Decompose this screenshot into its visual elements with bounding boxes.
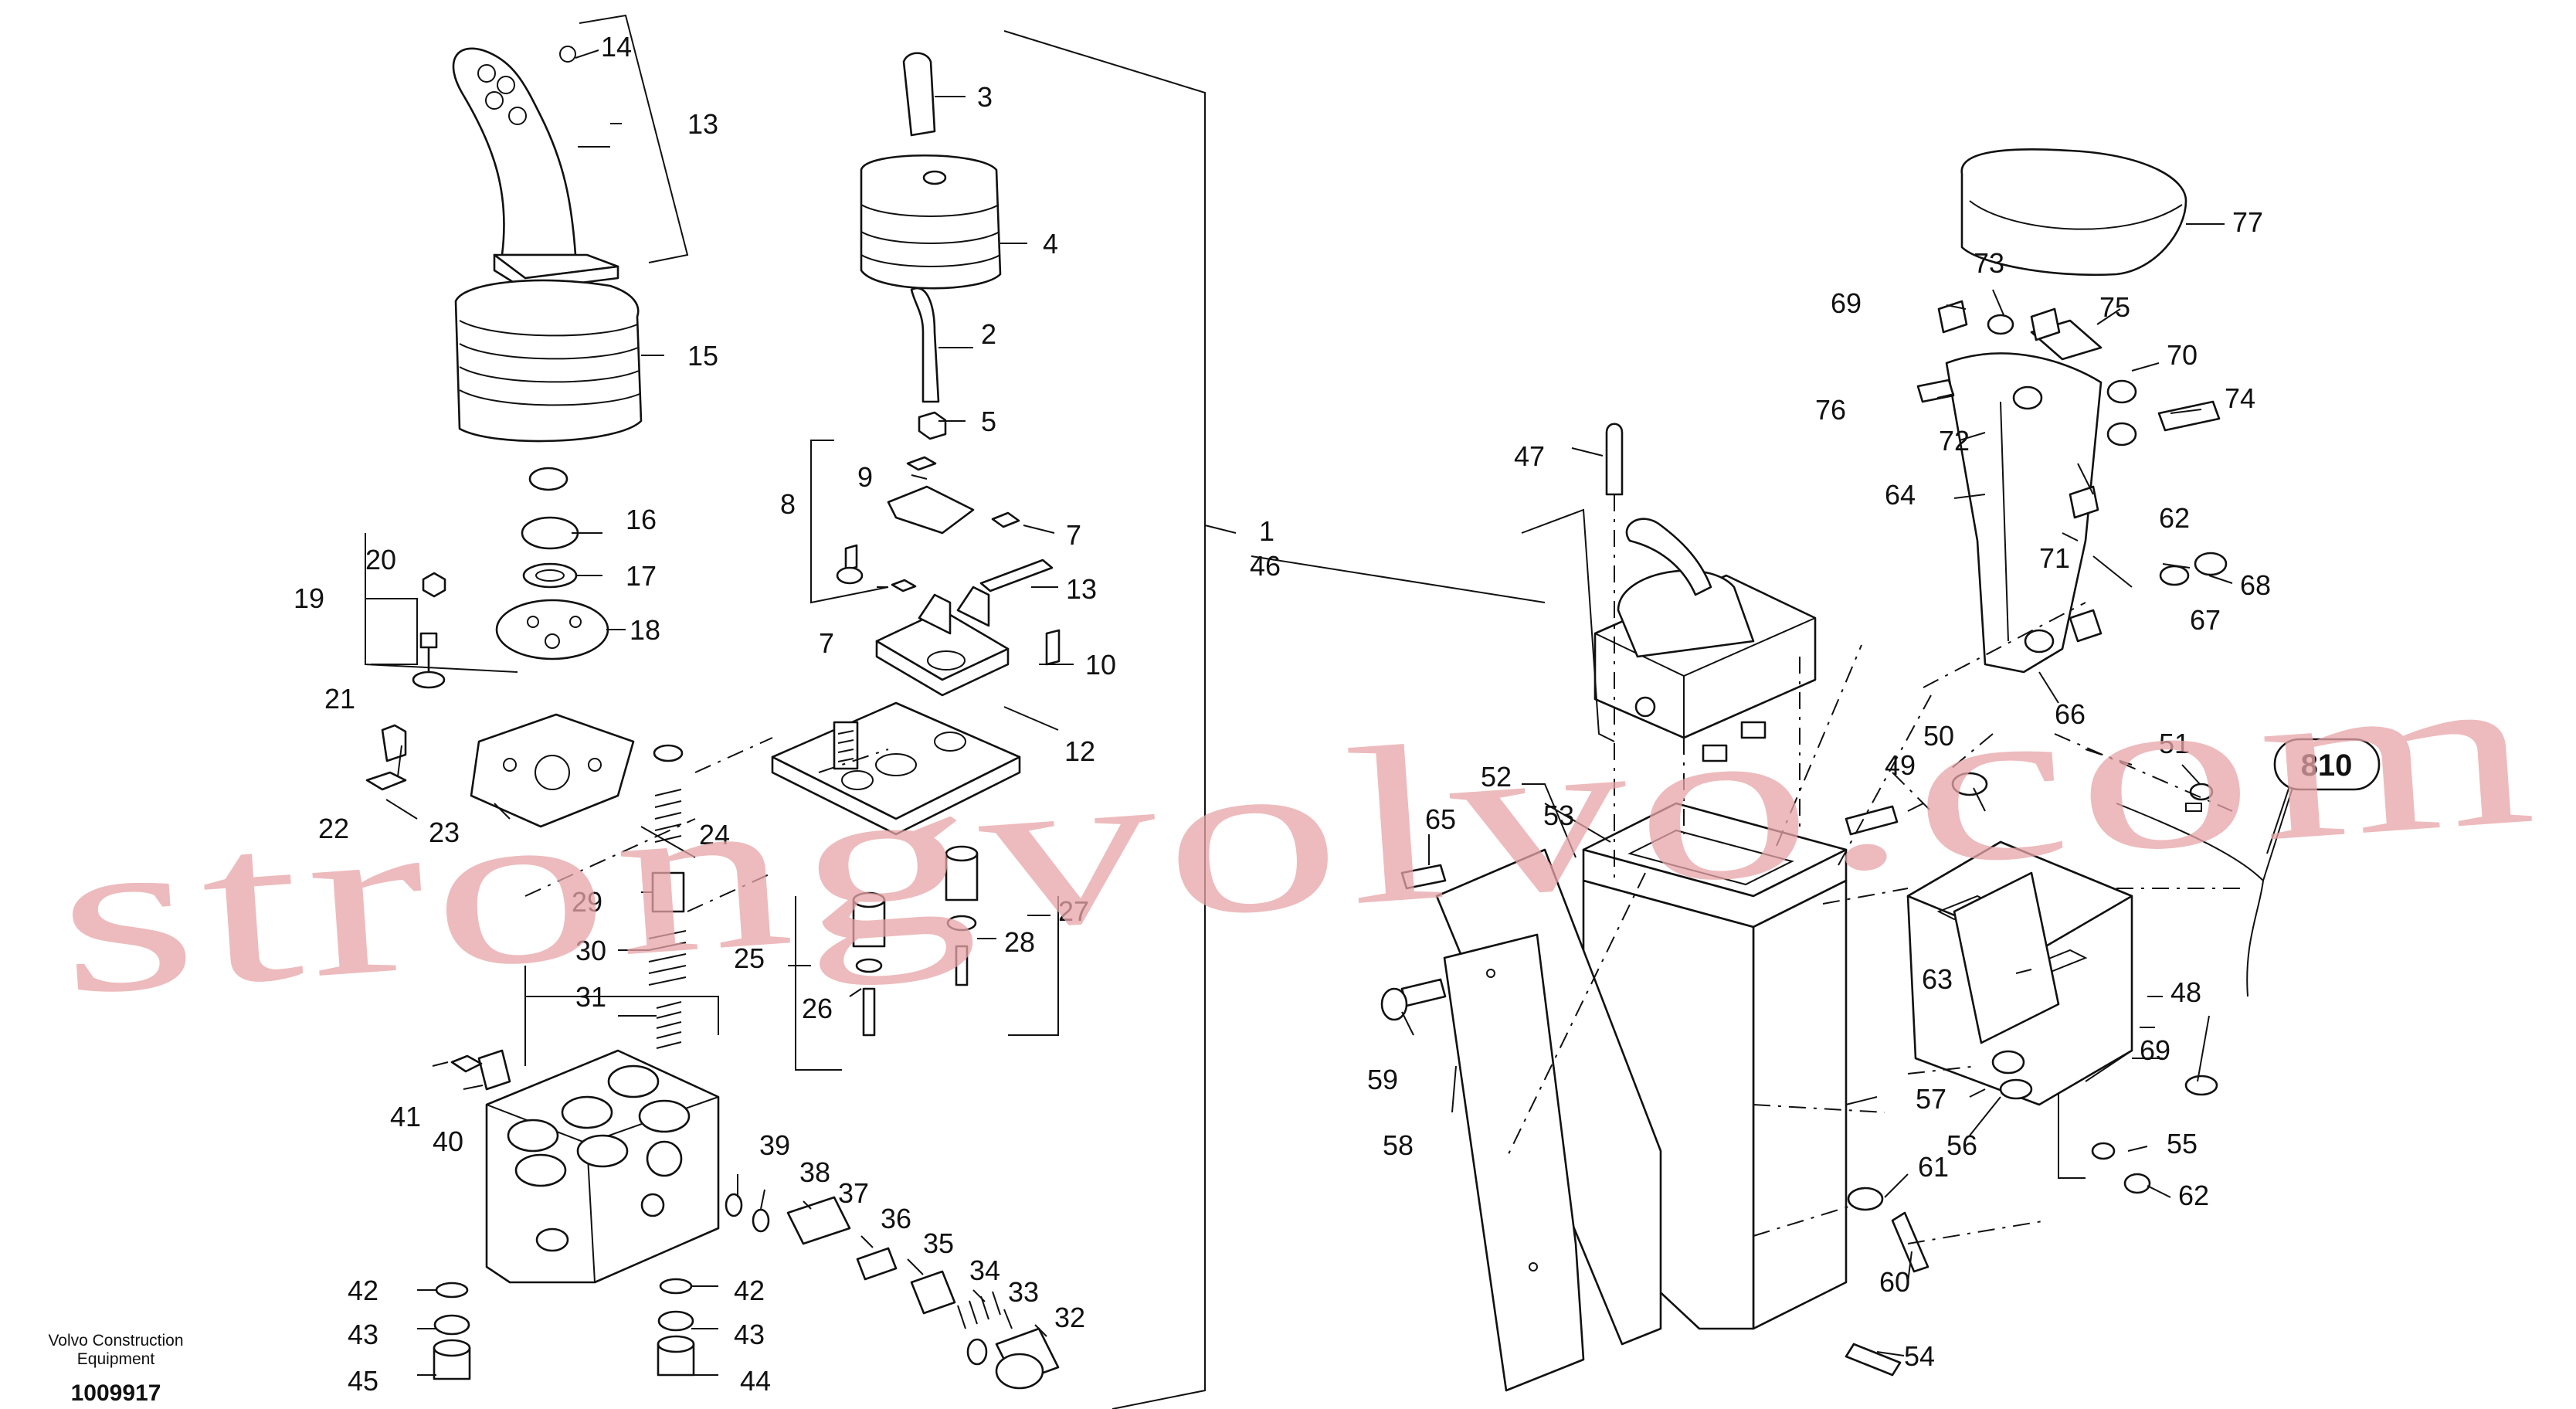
callout-37: 37 bbox=[838, 1177, 869, 1209]
callout-15: 15 bbox=[687, 340, 718, 372]
callout-44: 44 bbox=[740, 1365, 771, 1397]
callout-46: 46 bbox=[1250, 550, 1281, 582]
callout-67: 67 bbox=[2190, 604, 2221, 636]
callout-74: 74 bbox=[2225, 382, 2255, 414]
callout-10: 10 bbox=[1085, 649, 1116, 681]
callout-2: 2 bbox=[981, 318, 996, 350]
callout-45: 45 bbox=[348, 1365, 378, 1397]
console-mounting-assembly bbox=[1380, 148, 2264, 1392]
callout-56: 56 bbox=[1946, 1129, 1977, 1161]
reference-label: 810 bbox=[2301, 749, 2353, 783]
callout-69b: 69 bbox=[2140, 1034, 2170, 1066]
manufacturer-line-1: Volvo Construction bbox=[48, 1332, 183, 1350]
callout-18: 18 bbox=[630, 614, 660, 646]
callout-49: 49 bbox=[1885, 749, 1916, 781]
callout-36: 36 bbox=[881, 1203, 911, 1234]
callout-17: 17 bbox=[626, 560, 657, 592]
callout-21: 21 bbox=[324, 683, 355, 715]
callout-12: 12 bbox=[1064, 735, 1095, 767]
callout-28: 28 bbox=[1004, 926, 1035, 958]
callout-68: 68 bbox=[2240, 569, 2271, 601]
callout-38: 38 bbox=[799, 1156, 830, 1188]
callout-58: 58 bbox=[1383, 1129, 1414, 1161]
callout-70: 70 bbox=[2167, 339, 2198, 371]
callout-14: 14 bbox=[601, 31, 632, 63]
callout-23: 23 bbox=[429, 817, 460, 848]
callout-7b: 7 bbox=[819, 627, 834, 659]
callout-41: 41 bbox=[390, 1101, 421, 1132]
callout-13b: 13 bbox=[1066, 573, 1097, 605]
leader-lines bbox=[365, 14, 2291, 1409]
callout-62b: 62 bbox=[2178, 1180, 2209, 1211]
callout-31: 31 bbox=[575, 981, 606, 1013]
callout-4: 4 bbox=[1043, 228, 1058, 260]
callout-52: 52 bbox=[1481, 761, 1512, 793]
callout-35: 35 bbox=[923, 1227, 954, 1259]
callout-9: 9 bbox=[857, 461, 873, 493]
callout-43a: 43 bbox=[348, 1319, 378, 1350]
callout-32: 32 bbox=[1054, 1302, 1085, 1333]
callout-16: 16 bbox=[626, 504, 657, 535]
title-block: Volvo Construction Equipment 1009917 bbox=[48, 1332, 183, 1406]
callout-54: 54 bbox=[1904, 1340, 1935, 1372]
callout-42a: 42 bbox=[348, 1275, 378, 1306]
callout-7a: 7 bbox=[1066, 519, 1081, 551]
lever-valve-assembly bbox=[771, 52, 1061, 1037]
callout-26: 26 bbox=[802, 993, 833, 1024]
callout-76: 76 bbox=[1815, 394, 1846, 426]
callout-55: 55 bbox=[2167, 1128, 2198, 1159]
joystick-handle-assembly bbox=[365, 46, 1060, 1390]
callout-61: 61 bbox=[1918, 1151, 1949, 1183]
manufacturer-line-2: Equipment bbox=[77, 1350, 155, 1368]
reference-callout-810: 810 bbox=[2262, 738, 2381, 881]
callout-20: 20 bbox=[365, 544, 396, 575]
callout-27: 27 bbox=[1058, 895, 1089, 927]
callout-48: 48 bbox=[2170, 976, 2201, 1008]
callout-19: 19 bbox=[294, 582, 324, 614]
callout-71: 71 bbox=[2039, 542, 2070, 574]
hidden-outline-lines bbox=[524, 494, 2240, 1244]
callout-47: 47 bbox=[1514, 440, 1545, 472]
callout-labels: 14 13 15 16 17 18 19 20 21 22 23 24 29 3… bbox=[294, 31, 2271, 1397]
callout-24: 24 bbox=[699, 819, 730, 850]
callout-65: 65 bbox=[1425, 803, 1456, 835]
callout-73: 73 bbox=[1974, 247, 2004, 279]
callout-60: 60 bbox=[1879, 1266, 1910, 1298]
document-number: 1009917 bbox=[71, 1380, 161, 1406]
callout-59: 59 bbox=[1367, 1064, 1398, 1095]
callout-29: 29 bbox=[572, 886, 602, 918]
callout-43b: 43 bbox=[734, 1319, 765, 1350]
callout-75: 75 bbox=[2099, 291, 2130, 323]
callout-8: 8 bbox=[780, 488, 796, 520]
callout-3: 3 bbox=[977, 81, 993, 113]
callout-1: 1 bbox=[1259, 515, 1274, 547]
callout-5: 5 bbox=[981, 406, 996, 437]
callout-62a: 62 bbox=[2159, 502, 2190, 534]
callout-63: 63 bbox=[1922, 963, 1953, 995]
callout-40: 40 bbox=[433, 1126, 463, 1157]
callout-42b: 42 bbox=[734, 1275, 765, 1306]
callout-22: 22 bbox=[318, 813, 349, 844]
callout-53: 53 bbox=[1543, 800, 1574, 831]
callout-51: 51 bbox=[2159, 728, 2190, 759]
callout-39: 39 bbox=[759, 1129, 790, 1161]
callout-30: 30 bbox=[575, 935, 606, 966]
callout-64: 64 bbox=[1885, 479, 1916, 511]
callout-34: 34 bbox=[969, 1255, 1000, 1286]
callout-72: 72 bbox=[1939, 425, 1970, 457]
callout-33: 33 bbox=[1008, 1276, 1039, 1308]
callout-57: 57 bbox=[1916, 1083, 1946, 1115]
callout-66: 66 bbox=[2055, 698, 2086, 730]
callout-50: 50 bbox=[1923, 720, 1954, 752]
callout-69a: 69 bbox=[1831, 287, 1862, 319]
callout-77: 77 bbox=[2232, 206, 2263, 238]
callout-25: 25 bbox=[734, 942, 765, 974]
callout-13: 13 bbox=[687, 108, 718, 140]
